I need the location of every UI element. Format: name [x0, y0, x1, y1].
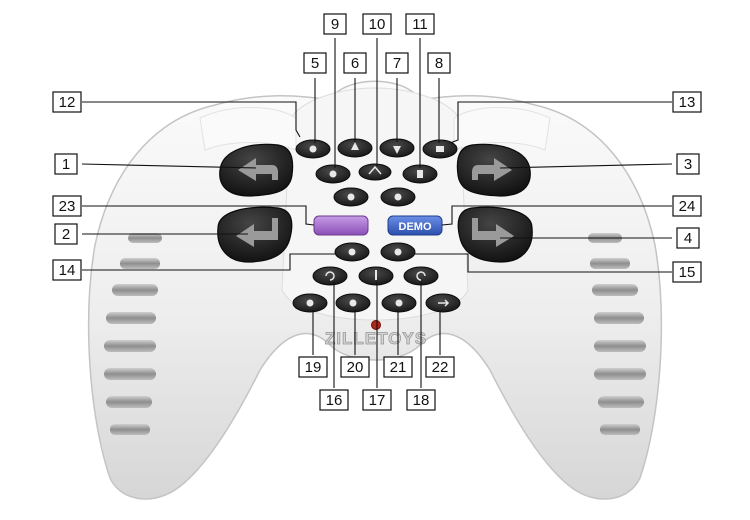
callout-19-label: 19	[305, 359, 322, 376]
callout-11-label: 11	[412, 16, 428, 33]
callout-24: 24	[673, 196, 701, 216]
callout-8-label: 8	[435, 55, 443, 72]
callout-16-label: 16	[326, 392, 343, 409]
button-22[interactable]	[426, 294, 460, 312]
callout-7: 7	[386, 53, 408, 73]
callout-22-label: 22	[432, 359, 449, 376]
gripper-icon	[436, 146, 444, 152]
button-5[interactable]	[296, 140, 330, 158]
callout-14: 14	[53, 260, 81, 280]
callout-23: 23	[53, 196, 81, 216]
robot-right-icon	[395, 194, 402, 201]
callout-14-label: 14	[59, 262, 76, 279]
button-20[interactable]	[336, 294, 370, 312]
callout-17: 17	[363, 390, 391, 410]
callout-9: 9	[324, 14, 346, 34]
watermark-line2: ZILLETOYS	[325, 329, 427, 348]
callout-18: 18	[407, 390, 435, 410]
button-21[interactable]	[382, 294, 416, 312]
callout-4-label: 4	[684, 230, 692, 247]
watermark: ZILLETOYS	[325, 329, 427, 348]
robot-left-icon	[348, 194, 355, 201]
button-17[interactable]	[359, 267, 393, 285]
callout-9-label: 9	[331, 16, 339, 33]
big-button-2[interactable]	[218, 207, 292, 262]
robot-pose-3-icon	[396, 300, 403, 307]
callout-6-label: 6	[351, 55, 359, 72]
callout-8: 8	[428, 53, 450, 73]
callout-1: 1	[55, 154, 77, 174]
callout-21-label: 21	[390, 359, 407, 376]
callout-20: 20	[341, 357, 369, 377]
demo-button[interactable]: DEMO	[388, 216, 442, 235]
robot-pose-1-icon	[307, 300, 314, 307]
shield-right-icon	[395, 249, 402, 256]
callout-3-label: 3	[684, 156, 692, 173]
button-13[interactable]	[381, 188, 415, 206]
callout-15-label: 15	[679, 264, 696, 281]
callout-1-label: 1	[62, 156, 70, 173]
callout-22: 22	[426, 357, 454, 377]
callout-10: 10	[363, 14, 391, 34]
callout-2: 2	[55, 224, 77, 244]
callout-20-label: 20	[347, 359, 364, 376]
robot-pose-2-icon	[350, 300, 357, 307]
callout-6: 6	[344, 53, 366, 73]
callout-13: 13	[673, 92, 701, 112]
button-9[interactable]	[316, 165, 350, 183]
callout-12-label: 12	[59, 94, 76, 111]
callout-21: 21	[384, 357, 412, 377]
callout-13-label: 13	[679, 94, 696, 111]
robot-face-icon	[330, 171, 337, 178]
callout-12: 12	[53, 92, 81, 112]
callout-10-label: 10	[369, 16, 386, 33]
purple-button[interactable]	[314, 216, 368, 235]
callout-4: 4	[677, 228, 699, 248]
button-12[interactable]	[334, 188, 368, 206]
callout-5-label: 5	[311, 55, 319, 72]
callout-5: 5	[304, 53, 326, 73]
stand-icon	[375, 270, 377, 280]
callout-3: 3	[677, 154, 699, 174]
callout-18-label: 18	[413, 392, 430, 409]
button-16[interactable]	[313, 267, 347, 285]
callout-19: 19	[299, 357, 327, 377]
callout-23-label: 23	[59, 198, 76, 215]
callout-24-label: 24	[679, 198, 696, 215]
callout-16: 16	[320, 390, 348, 410]
button-14[interactable]	[335, 243, 369, 261]
callout-17-label: 17	[369, 392, 386, 409]
robot-body-icon	[417, 170, 423, 178]
callout-11: 11	[406, 14, 434, 34]
callout-2-label: 2	[62, 226, 70, 243]
button-19[interactable]	[293, 294, 327, 312]
big-button-4[interactable]	[458, 207, 532, 262]
callout-15: 15	[673, 262, 701, 282]
callout-7-label: 7	[393, 55, 401, 72]
demo-button-label: DEMO	[399, 221, 432, 233]
controller-body	[89, 81, 662, 499]
button-10[interactable]	[359, 164, 391, 180]
button-15[interactable]	[381, 243, 415, 261]
shield-left-icon	[349, 249, 356, 256]
robot-head-icon	[310, 146, 317, 153]
